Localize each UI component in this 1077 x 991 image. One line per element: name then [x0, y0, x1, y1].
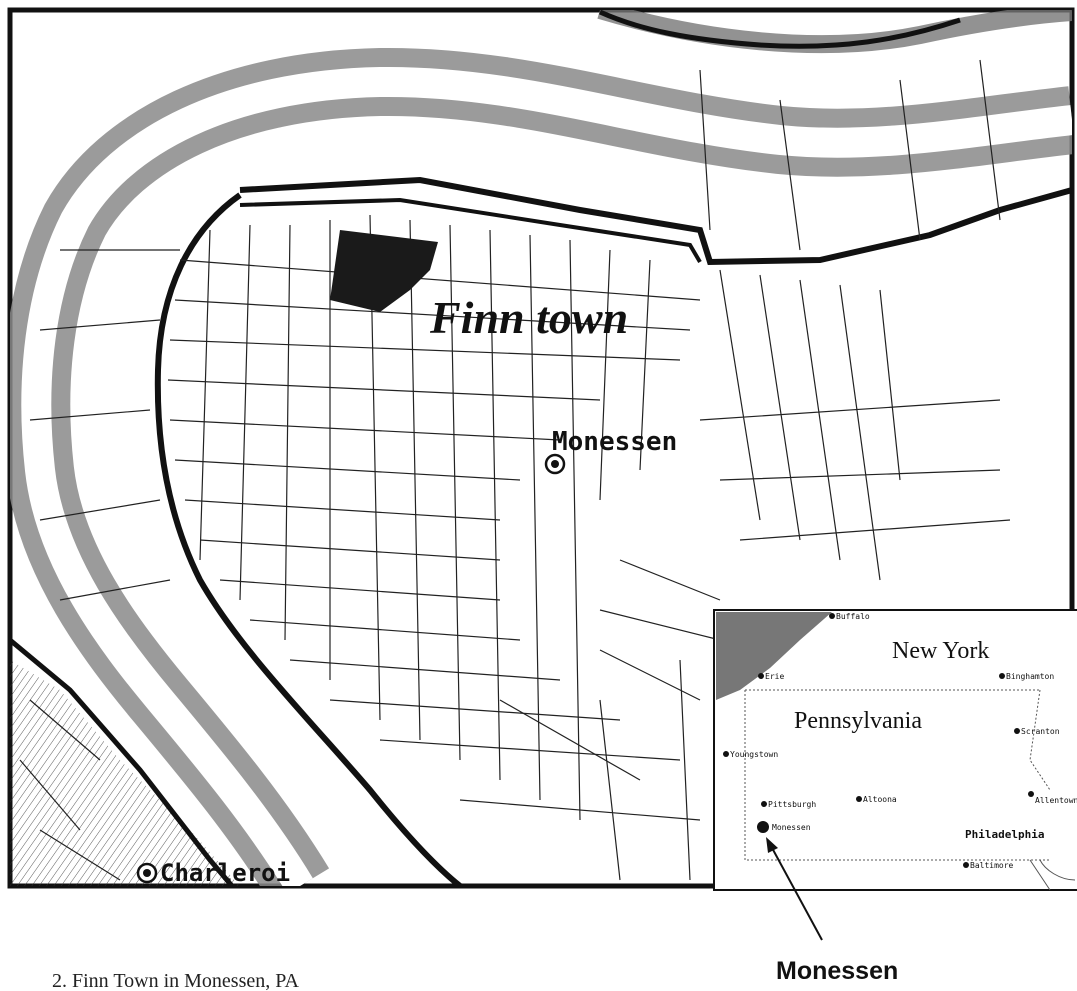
inset-city-label: Erie: [765, 672, 784, 681]
inset-state-ny: New York: [892, 638, 989, 664]
inset-city-label: Pittsburgh: [768, 800, 816, 809]
inset-city-allentown: Allentown: [1028, 791, 1077, 805]
monessen-marker: [544, 453, 566, 475]
inset-city-label: Allentown: [1035, 796, 1077, 805]
charleroi-urban-area: [10, 660, 240, 886]
street-grid: [19, 59, 1011, 881]
north-boundary: [598, 10, 961, 49]
municipal-boundary: [154, 176, 1072, 886]
inset-city-label: Baltimore: [970, 861, 1014, 870]
south-boundary: [10, 638, 234, 886]
lake-erie: [716, 612, 832, 700]
inset-city-label: Altoona: [863, 795, 897, 804]
inset-city-pittsburgh: Pittsburgh: [761, 800, 816, 809]
inset-map: New York Pennsylvania Buffalo Erie Bingh…: [713, 609, 1077, 891]
pointer-arrow: [766, 837, 823, 941]
inset-coast: [1029, 859, 1076, 891]
inset-city-label: Binghamton: [1006, 672, 1054, 681]
inset-city-baltimore: Baltimore: [963, 861, 1014, 870]
inset-city-binghamton: Binghamton: [999, 672, 1054, 681]
inset-city-philadelphia: Philadelphia: [965, 828, 1044, 841]
inset-city-label: Youngstown: [730, 750, 778, 759]
inner-boundary: [239, 197, 702, 264]
charleroi-marker: [136, 862, 158, 884]
state-border: [744, 689, 1051, 861]
inset-city-altoona: Altoona: [856, 795, 897, 804]
inset-city-scranton: Scranton: [1014, 727, 1060, 736]
figure-caption: 2. Finn Town in Monessen, PA: [52, 970, 300, 991]
inset-city-buffalo: Buffalo: [829, 612, 870, 621]
inset-city-label: Scranton: [1021, 727, 1060, 736]
inset-state-pa: Pennsylvania: [794, 708, 922, 734]
inset-city-youngstown: Youngstown: [723, 750, 778, 759]
inset-city-label: Philadelphia: [965, 828, 1044, 841]
finn-town-area: [330, 230, 438, 312]
charleroi-label: Charleroi: [160, 859, 290, 887]
finn-town-label: Finn town: [429, 292, 628, 343]
inset-city-label: Monessen: [772, 823, 811, 832]
inset-city-erie: Erie: [758, 672, 784, 681]
pointer-label: Monessen: [776, 957, 898, 985]
inset-city-monessen: Monessen: [757, 821, 811, 833]
river-channel: [21, 66, 1072, 886]
monessen-label: Monessen: [552, 427, 677, 457]
inset-city-label: Buffalo: [836, 612, 870, 621]
